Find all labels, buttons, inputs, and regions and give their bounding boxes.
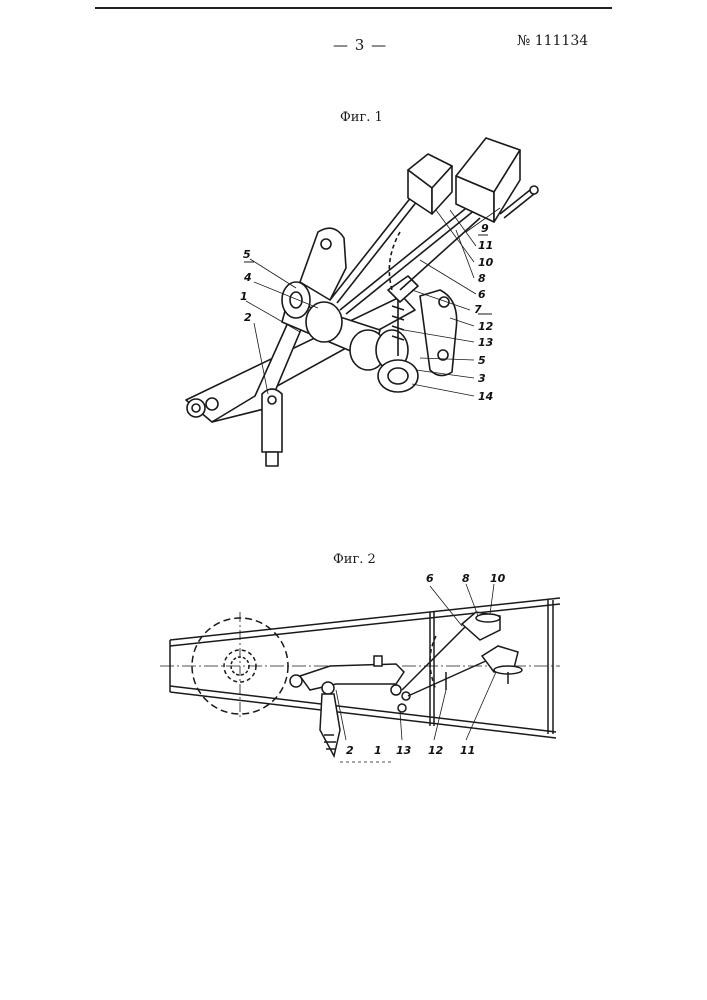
fig2-label-12: 12 [428, 744, 444, 757]
fig1-label-2: 2 [244, 311, 252, 324]
lever-stop [374, 656, 382, 666]
fig2-label-1: 1 [374, 744, 382, 757]
fig1-label-13: 13 [478, 336, 494, 349]
fig1-label-12: 12 [478, 320, 494, 333]
figure-1-drawing [186, 138, 538, 466]
roller-14 [378, 360, 418, 392]
fig1-label-10: 10 [478, 256, 494, 269]
fig2-label-11: 11 [460, 744, 475, 757]
upper-rail-bottom [170, 604, 560, 646]
roller-13 [391, 685, 401, 695]
hub-4 [306, 302, 342, 342]
fig2-label-13: 13 [396, 744, 412, 757]
lever-1 [300, 664, 404, 690]
figure-2-drawing [160, 584, 560, 762]
rod-2-pivot [322, 682, 334, 694]
label-underlines-fig1 [244, 235, 492, 314]
rod-2-end [266, 452, 278, 466]
fig1-label-8: 8 [478, 272, 486, 285]
lower-rail-bottom [170, 692, 556, 738]
fig1-label-5b: 5 [478, 354, 486, 367]
fig1-label-9: 9 [481, 222, 489, 235]
rod-12-fig2 [408, 660, 488, 696]
fig1-label-4: 4 [243, 271, 252, 284]
fig2-label-6: 6 [426, 572, 434, 585]
fig1-label-6: 6 [478, 288, 486, 301]
rod-2-body [320, 694, 340, 756]
link-11-eye [530, 186, 538, 194]
fig1-label-14: 14 [478, 390, 493, 403]
arc-fig2 [430, 636, 436, 690]
fig1-label-5a: 5 [243, 248, 251, 261]
rod-6-b [346, 209, 476, 314]
lower-rail-top [170, 686, 556, 732]
fig1-label-3: 3 [478, 372, 486, 385]
hidden-line [389, 232, 400, 290]
fig2-label-8: 8 [462, 572, 470, 585]
arm-eye-2 [206, 398, 218, 410]
roller-13c [398, 704, 406, 712]
fig2-label-2: 2 [346, 744, 354, 757]
fig1-label-7: 7 [474, 303, 482, 316]
fig2-label-10: 10 [490, 572, 506, 585]
fig1-label-11: 11 [478, 239, 493, 252]
block-10-fig2 [476, 614, 500, 622]
left-bushing-5 [282, 282, 310, 318]
rod-2 [262, 389, 282, 452]
arm-eye-1 [187, 399, 205, 417]
fig1-label-1: 1 [240, 290, 248, 303]
